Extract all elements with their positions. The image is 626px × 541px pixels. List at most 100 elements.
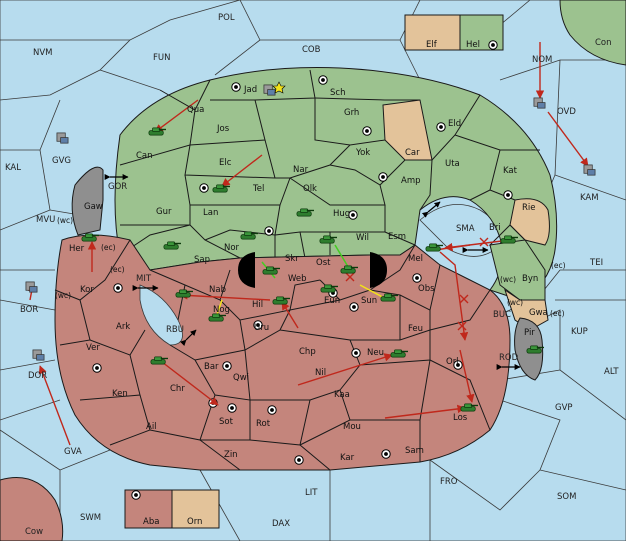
- land-cow-label[interactable]: Cow: [25, 527, 43, 537]
- sea-rbu[interactable]: RBU: [166, 325, 184, 335]
- land-kaa[interactable]: Kaa: [334, 390, 350, 400]
- land-kar[interactable]: Kar: [340, 453, 355, 463]
- sea-gvg[interactable]: GVG: [52, 156, 71, 166]
- land-tel[interactable]: Tel: [252, 184, 264, 194]
- sea-dax[interactable]: DAX: [272, 519, 290, 529]
- land-qwi[interactable]: Qwi: [233, 373, 249, 383]
- land-bri[interactable]: Bri: [489, 223, 501, 233]
- sea-nom[interactable]: NOM: [532, 55, 552, 65]
- land-amp[interactable]: Amp: [401, 176, 421, 186]
- land-bar[interactable]: Bar: [204, 362, 219, 372]
- sea-fun[interactable]: FUN: [153, 53, 170, 63]
- land-neu[interactable]: Neu: [367, 348, 384, 358]
- land-yok[interactable]: Yok: [355, 148, 370, 158]
- land-elc[interactable]: Elc: [219, 158, 232, 168]
- sea-sma[interactable]: SMA: [456, 224, 475, 234]
- sea-nvm[interactable]: NVM: [33, 48, 53, 58]
- land-sun[interactable]: Sun: [361, 296, 377, 306]
- sea-bor[interactable]: BOR: [20, 305, 38, 315]
- sea-fro[interactable]: FRO: [440, 477, 458, 487]
- land-chr[interactable]: Chr: [170, 384, 185, 394]
- sea-dor[interactable]: DOR: [28, 371, 47, 381]
- land-sot[interactable]: Sot: [219, 417, 234, 427]
- land-jos[interactable]: Jos: [216, 124, 230, 134]
- sea-gor[interactable]: GOR: [108, 182, 127, 192]
- sea-tei[interactable]: TEI: [589, 258, 603, 268]
- sea-kam[interactable]: KAM: [580, 193, 599, 203]
- sea-som[interactable]: SOM: [557, 492, 576, 502]
- land-mel[interactable]: Mel: [408, 254, 423, 264]
- land-pir[interactable]: Pir: [524, 328, 535, 338]
- land-chp[interactable]: Chp: [299, 347, 316, 357]
- land-nor[interactable]: Nor: [224, 243, 240, 253]
- land-kor[interactable]: Kor: [80, 285, 94, 295]
- land-byn[interactable]: Byn: [522, 274, 538, 284]
- land-orn-label[interactable]: Orn: [187, 517, 202, 527]
- land-cow[interactable]: [0, 477, 64, 541]
- sea-buc[interactable]: BUC: [493, 310, 511, 320]
- sea-swm[interactable]: SWM: [80, 513, 101, 523]
- land-lan[interactable]: Lan: [203, 208, 218, 218]
- land-skr[interactable]: Skr: [285, 254, 299, 264]
- land-nil[interactable]: Nil: [315, 368, 326, 378]
- sea-rod[interactable]: ROD: [499, 353, 519, 363]
- land-sap[interactable]: Sap: [194, 255, 210, 265]
- land-orn[interactable]: [171, 489, 220, 529]
- sea-gva[interactable]: GVA: [64, 447, 82, 457]
- land-nog[interactable]: Nog: [213, 305, 230, 315]
- land-eld[interactable]: Eld: [448, 119, 461, 129]
- land-ost[interactable]: Ost: [316, 258, 331, 268]
- sea-kal[interactable]: KAL: [5, 163, 21, 173]
- land-ver[interactable]: Ver: [86, 343, 100, 353]
- land-gwa[interactable]: Gwa: [529, 308, 548, 318]
- land-uta[interactable]: Uta: [445, 159, 460, 169]
- land-jad[interactable]: Jad: [243, 85, 257, 95]
- land-ken[interactable]: Ken: [112, 389, 128, 399]
- land-nar[interactable]: Nar: [293, 165, 309, 175]
- land-rot[interactable]: Rot: [256, 419, 271, 429]
- land-rie[interactable]: Rie: [522, 203, 536, 213]
- land-obs[interactable]: Obs: [418, 284, 435, 294]
- land-zin[interactable]: Zin: [224, 450, 238, 460]
- land-gur[interactable]: Gur: [156, 207, 172, 217]
- land-aba-label[interactable]: Aba: [143, 517, 159, 527]
- land-los[interactable]: Los: [453, 413, 468, 423]
- sea-cob[interactable]: COB: [302, 45, 321, 55]
- land-con[interactable]: [559, 0, 626, 66]
- land-sch[interactable]: Sch: [330, 88, 345, 98]
- sea-gvp[interactable]: GVP: [555, 403, 573, 413]
- land-car[interactable]: Car: [405, 148, 420, 158]
- land-con-label[interactable]: Con: [595, 38, 612, 48]
- land-olk[interactable]: Olk: [303, 184, 317, 194]
- land-esm[interactable]: Esm: [388, 232, 406, 242]
- land-ail[interactable]: Ail: [146, 422, 157, 432]
- land-eun[interactable]: Eun: [324, 296, 340, 306]
- sea-kup[interactable]: KUP: [571, 327, 588, 337]
- land-nab[interactable]: Nab: [209, 285, 226, 295]
- sea-ovd[interactable]: OVD: [557, 107, 576, 117]
- land-her[interactable]: Her: [69, 244, 85, 254]
- sea-mit[interactable]: MIT: [136, 274, 152, 284]
- land-wil[interactable]: Wil: [356, 233, 369, 243]
- land-gaw[interactable]: [71, 166, 104, 236]
- land-orl[interactable]: Orl: [446, 357, 459, 367]
- sea-mvu[interactable]: MVU: [36, 215, 55, 225]
- land-ark[interactable]: Ark: [116, 322, 130, 332]
- land-uru[interactable]: Uru: [254, 323, 269, 333]
- land-grh[interactable]: Grh: [344, 108, 359, 118]
- land-hel-label[interactable]: Hel: [466, 40, 480, 50]
- land-hil[interactable]: Hil: [252, 300, 263, 310]
- land-sam[interactable]: Sam: [405, 446, 424, 456]
- land-elf-label[interactable]: Elf: [426, 40, 438, 50]
- land-qua[interactable]: Qua: [187, 105, 204, 115]
- land-can[interactable]: Can: [136, 151, 153, 161]
- land-elf[interactable]: [404, 14, 461, 51]
- sea-lit[interactable]: LIT: [305, 488, 318, 498]
- land-kat[interactable]: Kat: [503, 166, 518, 176]
- land-hug[interactable]: Hug: [333, 209, 350, 219]
- land-gaw-label[interactable]: Gaw: [84, 202, 103, 212]
- land-feu[interactable]: Feu: [408, 324, 423, 334]
- land-web[interactable]: Web: [288, 274, 307, 284]
- sea-pol[interactable]: POL: [218, 13, 235, 23]
- sea-alt[interactable]: ALT: [604, 367, 619, 377]
